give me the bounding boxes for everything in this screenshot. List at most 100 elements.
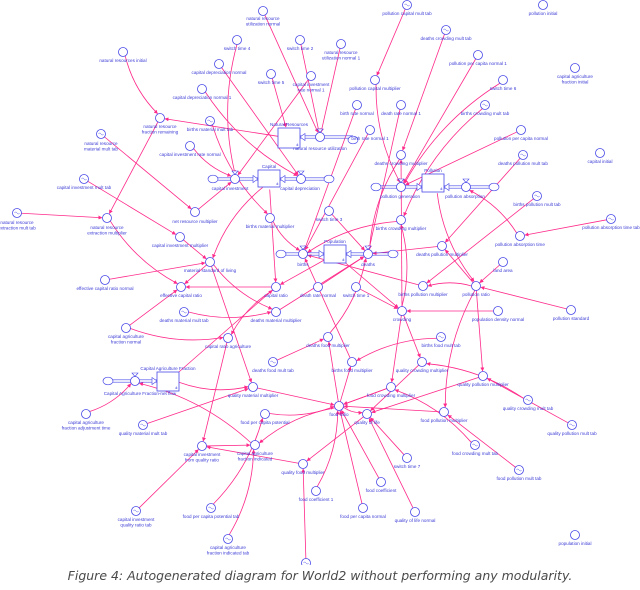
variable-n48[interactable]: food per capita potential tab bbox=[183, 503, 240, 520]
variable-n4[interactable]: switch time 2 bbox=[287, 35, 314, 52]
variable-n84[interactable]: quality pollution mult tab bbox=[547, 420, 597, 437]
stock-pollution[interactable]: ±Pollution bbox=[421, 168, 445, 193]
variable-n67[interactable]: capital initial bbox=[587, 148, 613, 165]
stock-capital[interactable]: ±Capital bbox=[257, 164, 281, 188]
stock-natres[interactable]: ±Natural Resources bbox=[270, 122, 309, 149]
variable-n13[interactable]: capital investment rate normal bbox=[159, 141, 221, 158]
variable-n75[interactable]: pollution ratio bbox=[462, 281, 490, 298]
stock-caf[interactable]: ±Capital Agriculture Fraction bbox=[140, 366, 196, 392]
variable-n36[interactable]: food ratio bbox=[329, 401, 349, 418]
variable-n6[interactable]: capital depreciation normal bbox=[192, 59, 247, 76]
variable-n71[interactable]: deaths pollution multiplier bbox=[416, 241, 468, 258]
variable-n63[interactable]: pollution per capita normal bbox=[494, 125, 548, 142]
variable-n87[interactable]: population initial bbox=[559, 530, 592, 547]
stock-population[interactable]: ±Population bbox=[323, 239, 347, 264]
variable-n61[interactable]: births crowding mult tab bbox=[461, 100, 510, 117]
flow-cinv[interactable]: capital investment bbox=[212, 170, 249, 191]
variable-n1[interactable]: natural resources initial bbox=[99, 47, 147, 64]
variable-n49[interactable]: food per capita normal bbox=[340, 503, 386, 520]
variable-n74[interactable]: births pollution multiplier bbox=[398, 281, 448, 298]
variable-n60[interactable]: death rate normal 1 bbox=[381, 100, 421, 117]
variable-n3[interactable]: switch time 4 bbox=[224, 35, 251, 52]
variable-n58[interactable]: switch time 6 bbox=[490, 75, 517, 92]
variable-n73[interactable]: land area bbox=[493, 257, 513, 274]
variable-n27[interactable]: deaths material mult tab bbox=[159, 307, 209, 324]
variable-n26[interactable]: switch time 1 bbox=[343, 282, 370, 299]
variable-n32[interactable]: deaths food multiplier bbox=[306, 332, 350, 349]
variable-n21[interactable]: material standard of living bbox=[184, 257, 237, 274]
variable-n28[interactable]: deaths material multiplier bbox=[250, 307, 302, 324]
variable-n79[interactable]: births food mult tab bbox=[421, 332, 461, 349]
variable-n30[interactable]: capital ratio agriculture bbox=[205, 333, 252, 350]
flow-pgen[interactable]: pollution generation bbox=[380, 178, 421, 199]
variable-n22[interactable]: effective capital ratio normal bbox=[76, 275, 134, 292]
variable-n85[interactable]: food crowding mult tab bbox=[452, 440, 499, 457]
flow-births[interactable]: births bbox=[297, 245, 309, 267]
variable-n43[interactable]: quality food multiplier bbox=[281, 459, 325, 476]
variable-n66[interactable]: deaths pollution mult tab bbox=[498, 150, 548, 167]
variable-n59[interactable]: birth rate normal bbox=[340, 100, 374, 117]
variable-n52[interactable]: quality food mult tab bbox=[285, 558, 327, 566]
variable-n37[interactable]: quality of life bbox=[354, 409, 380, 426]
variable-n68[interactable]: births pollution mult tab bbox=[513, 191, 561, 208]
variable-n62[interactable]: birth rate normal 1 bbox=[351, 125, 389, 142]
variable-n81[interactable]: quality pollution multiplier bbox=[457, 371, 509, 388]
variable-n19[interactable]: births material multiplier bbox=[246, 213, 295, 230]
variable-n83[interactable]: food pollution multiplier bbox=[421, 407, 468, 424]
variable-n45[interactable]: food coefficient 1 bbox=[299, 486, 334, 503]
variable-n78[interactable]: population density normal bbox=[472, 306, 524, 323]
variable-n46[interactable]: food coefficient bbox=[366, 477, 398, 494]
flow-nru[interactable]: natural resource utilization bbox=[293, 128, 347, 151]
variable-n20[interactable]: switch time 3 bbox=[316, 206, 343, 223]
variable-n57[interactable]: pollution per capita normal 1 bbox=[449, 50, 507, 67]
flow-pabs[interactable]: pollution absorption bbox=[445, 178, 485, 199]
flow-cdep[interactable]: capital depreciation bbox=[280, 170, 320, 191]
variable-n65[interactable]: deaths crowding multiplier bbox=[374, 150, 428, 167]
variable-n10[interactable]: births material mult tab bbox=[187, 116, 234, 133]
variable-n44[interactable]: switch time 7 bbox=[394, 453, 421, 470]
variable-n80[interactable]: quality crowding multiplier bbox=[396, 357, 449, 374]
flow-cafin[interactable]: Capital Agriculture Fraction-net flow bbox=[104, 372, 177, 396]
variable-n53[interactable]: pollution capital mult tab bbox=[382, 0, 432, 17]
variable-n40[interactable]: quality material mult tab bbox=[119, 420, 168, 437]
variable-n76[interactable]: pollution standard bbox=[553, 305, 590, 322]
variable-n17[interactable]: net resource multiplier bbox=[172, 207, 218, 225]
variable-n77[interactable]: crowding bbox=[393, 306, 412, 323]
variable-n9[interactable]: capital depreciation normal 1 bbox=[173, 84, 232, 101]
variable-n69[interactable]: births crowding multiplier bbox=[376, 215, 427, 232]
variable-n18[interactable]: capital investment multiplier bbox=[152, 232, 209, 249]
variable-n14[interactable]: capital investment mult tab bbox=[57, 174, 112, 191]
variable-n31[interactable]: deaths food mult tab bbox=[252, 357, 294, 374]
variable-n70[interactable]: pollution absorption time tab bbox=[582, 214, 640, 231]
variable-n55[interactable]: pollution capital multiplier bbox=[349, 75, 401, 92]
variable-n24[interactable]: capital ratio bbox=[264, 282, 288, 299]
variable-n35[interactable]: food per capita potential bbox=[240, 409, 290, 426]
variable-n33[interactable]: births food multiplier bbox=[331, 357, 373, 374]
variable-n54[interactable]: pollution initial bbox=[529, 0, 558, 17]
variable-n72[interactable]: pollution absorption time bbox=[495, 231, 545, 248]
variable-n86[interactable]: food pollution mult tab bbox=[497, 465, 542, 482]
variable-n7[interactable]: switch time 5 bbox=[258, 69, 285, 86]
variable-n34[interactable]: quality material multiplier bbox=[228, 382, 279, 399]
variable-n38[interactable]: food crowding multiplier bbox=[367, 382, 416, 399]
variable-n25[interactable]: death rate normal bbox=[300, 282, 336, 299]
flow-deaths[interactable]: deaths bbox=[361, 245, 376, 267]
variable-n82[interactable]: quality crowding mult tab bbox=[503, 395, 554, 412]
variable-n56[interactable]: deaths crowding mult tab bbox=[420, 25, 472, 42]
variable-n23[interactable]: effective capital ratio bbox=[160, 282, 202, 299]
variable-n50[interactable]: quality of life normal bbox=[395, 507, 436, 524]
